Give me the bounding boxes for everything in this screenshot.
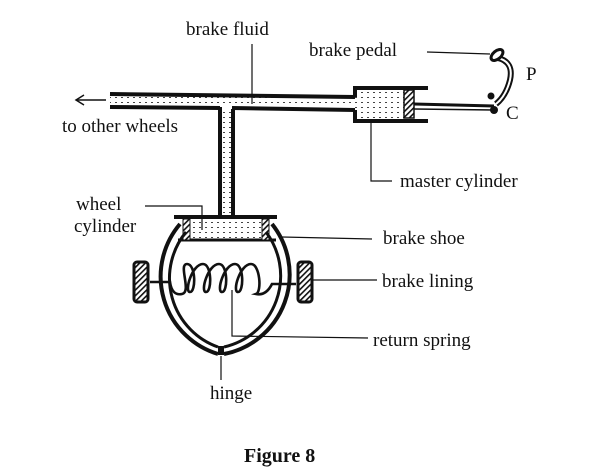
brake-shoes bbox=[158, 222, 292, 356]
brake-pedal-leader bbox=[426, 51, 491, 55]
figure-caption: Figure 8 bbox=[244, 445, 316, 467]
brake-shoe-leader bbox=[281, 236, 373, 240]
master-piston bbox=[403, 89, 415, 119]
brake-lining-left bbox=[132, 260, 150, 304]
label-brake-pedal: brake pedal bbox=[309, 40, 398, 61]
wheel-cylinder bbox=[174, 215, 277, 242]
return-spring bbox=[150, 262, 296, 296]
brake-pedal bbox=[487, 48, 514, 114]
label-master-cylinder: master cylinder bbox=[400, 171, 518, 192]
label-wheel-cylinder-1: wheel bbox=[76, 194, 122, 215]
label-brake-fluid: brake fluid bbox=[186, 19, 269, 40]
branch-pipe bbox=[218, 107, 235, 218]
label-pivot-c: C bbox=[506, 103, 519, 124]
label-wheel-cylinder-2: cylinder bbox=[74, 216, 137, 237]
label-point-p: P bbox=[526, 64, 537, 85]
pivot-c bbox=[490, 106, 498, 114]
arrow-left-icon bbox=[74, 94, 106, 106]
label-to-other-wheels: to other wheels bbox=[62, 116, 179, 137]
hinge-pin bbox=[218, 346, 224, 355]
label-hinge: hinge bbox=[210, 383, 253, 404]
brake-lining-right bbox=[296, 260, 314, 304]
master-cylinder-leader bbox=[370, 121, 392, 182]
wheel-cylinder-leader bbox=[145, 205, 203, 230]
label-brake-shoe: brake shoe bbox=[383, 228, 465, 249]
return-spring-leader bbox=[231, 290, 369, 339]
master-cylinder bbox=[353, 86, 495, 123]
label-brake-lining: brake lining bbox=[382, 271, 474, 292]
main-brake-pipe bbox=[109, 92, 356, 112]
label-return-spring: return spring bbox=[373, 330, 471, 351]
